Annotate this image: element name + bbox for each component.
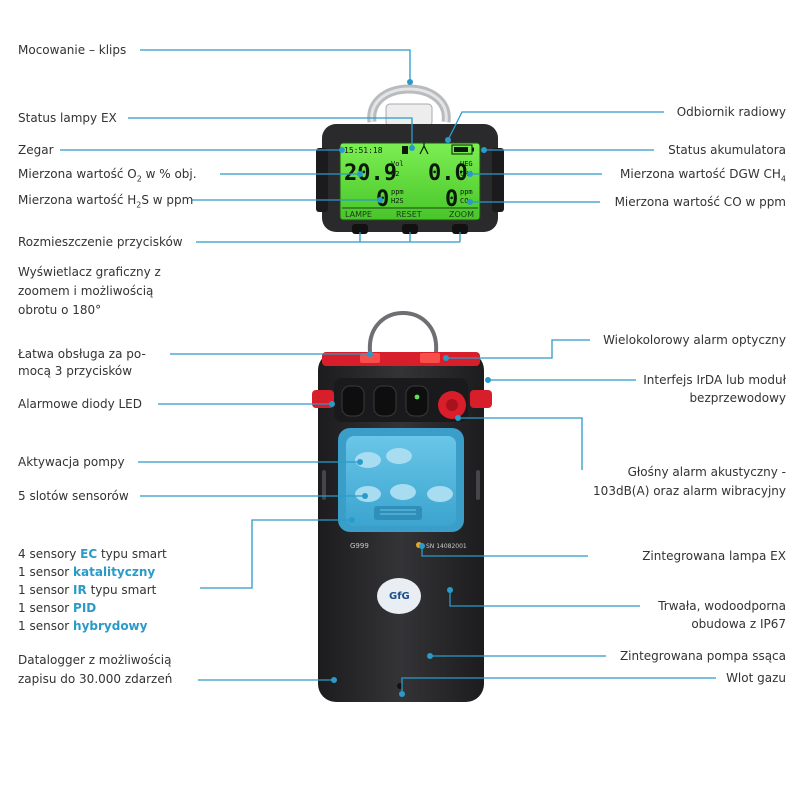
sensor-catalytic-highlight: katalityczny [73, 565, 156, 579]
label-irda-l2: bezprzewodowy [689, 391, 786, 405]
sensor-slot-3 [355, 486, 381, 502]
model-label: G999 [350, 542, 369, 550]
label-graphic-display-l2: zoomem i możliwością [18, 284, 154, 298]
label-o2-value: Mierzona wartość O2 w % obj. [18, 165, 197, 183]
label-o2-prefix: Mierzona wartość O [18, 167, 137, 181]
sensor-slot-5 [427, 486, 453, 502]
pump-grip [374, 506, 422, 520]
sensor-pid-pre: 1 sensor [18, 601, 74, 615]
label-acoustic-l1: Głośny alarm akustyczny - [627, 465, 786, 479]
sensor-ir-highlight: IR [73, 583, 87, 597]
label-ex-lamp: Zintegrowana lampa EX [642, 549, 786, 563]
sensor-ec-pre: 4 sensory [18, 547, 81, 561]
device-top-view: 15:51:18 20.9 Vol O2 0.0 UEG CH4 0 ppm H… [316, 84, 504, 234]
button-left [341, 385, 365, 417]
sensor-slot-4 [390, 484, 416, 500]
front-clip-loop [367, 311, 439, 353]
sensor-slot-2 [386, 448, 412, 464]
label-o2-sub: 2 [136, 174, 142, 184]
ex-lamp-window [385, 103, 433, 127]
lcd-co-unit-top: ppm [460, 188, 473, 196]
ex-lamp-status-icon [402, 146, 408, 154]
label-housing-l2: obudowa z IP67 [691, 617, 786, 631]
label-button-layout: Rozmieszczenie przycisków [18, 235, 183, 249]
label-ex-lamp-status: Status lampy EX [18, 111, 117, 125]
lcd-lel-unit-bottom: CH4 [460, 170, 473, 178]
label-sensor-hybrid: 1 sensor hybrydowy [18, 617, 147, 635]
serial-label: SN 14082001 [426, 543, 467, 550]
label-dgw-value: Mierzona wartość DGW CH4 [620, 165, 786, 183]
label-graphic-display-l3: obrotu o 180° [18, 303, 102, 317]
sensor-pid-highlight: PID [73, 601, 97, 615]
sensor-hybrid-pre: 1 sensor [18, 619, 74, 633]
lcd-o2-unit-top: Vol [391, 160, 404, 168]
label-sensor-ec: 4 sensory EC typu smart [18, 545, 167, 563]
softkey-reset: RESET [396, 210, 422, 219]
label-clock: Zegar [18, 143, 54, 157]
leader-dots [329, 79, 491, 697]
lcd-lel-value: 0.0 [428, 161, 468, 186]
label-sensor-catalytic: 1 sensor katalityczny [18, 563, 155, 581]
label-mount-clip: Mocowanie – klips [18, 43, 127, 57]
label-easy-use-l1: Łatwa obsługa za po- [18, 347, 146, 361]
lcd-co-unit-bottom: CO [460, 197, 468, 205]
leader-lines [60, 49, 716, 694]
label-datalogger-l1: Datalogger z możliwością [18, 653, 172, 667]
label-co-value: Mierzona wartość CO w ppm [614, 195, 786, 209]
sensor-ir-post: typu smart [86, 583, 157, 597]
sensor-ec-highlight: EC [80, 547, 98, 561]
lcd-co-value: 0 [445, 187, 458, 212]
label-irda-l1: Interfejs IrDA lub moduł [643, 373, 786, 387]
device-front-view: G999 SN 14082001 GfG [312, 311, 492, 702]
sensor-catalytic-pre: 1 sensor [18, 565, 74, 579]
lcd-lel-unit-top: UEG [460, 160, 473, 168]
label-sensor-slots: 5 slotów sensorów [18, 489, 129, 503]
label-graphic-display-l1: Wyświetlacz graficzny z [18, 265, 161, 279]
label-housing-l1: Trwała, wodoodporna [658, 599, 786, 613]
label-sensor-pid: 1 sensor PID [18, 599, 96, 617]
brand-logo-text: GfG [389, 591, 410, 602]
label-acoustic-l2: 103dB(A) oraz alarm wibracyjny [593, 484, 786, 498]
label-battery-status: Status akumulatora [668, 143, 786, 157]
button-middle [373, 385, 397, 417]
label-pump-activation: Aktywacja pompy [18, 455, 125, 469]
brand-logo [377, 578, 421, 614]
lcd-h2s-unit-bottom: H2S [391, 197, 404, 205]
lcd-h2s-unit-top: ppm [391, 188, 404, 196]
label-h2s-suffix: S w ppm [141, 193, 194, 207]
softkey-lampe: LAMPE [345, 210, 372, 219]
label-pump: Zintegrowana pompa ssąca [619, 649, 786, 663]
label-o2-suffix: w % obj. [141, 167, 197, 181]
label-alarm-leds: Alarmowe diody LED [18, 397, 142, 411]
status-led-green [414, 394, 420, 400]
label-easy-use-l2: mocą 3 przycisków [18, 364, 133, 378]
lcd-screen [339, 142, 481, 221]
label-dgw-prefix: Mierzona wartość DGW CH [620, 167, 781, 181]
sensor-ec-post: typu smart [97, 547, 167, 561]
softkey-zoom: ZOOM [449, 210, 474, 219]
lcd-clock: 15:51:18 [344, 146, 383, 155]
label-h2s-prefix: Mierzona wartość H [18, 193, 137, 207]
button-right [405, 385, 429, 417]
label-h2s-sub: 2 [136, 200, 142, 210]
label-gas-inlet: Wlot gazu [726, 671, 786, 685]
sensor-ir-pre: 1 sensor [18, 583, 74, 597]
radio-antenna-icon [419, 143, 429, 155]
label-radio-receiver: Odbiornik radiowy [676, 105, 786, 119]
label-dgw-sub: 4 [780, 174, 786, 184]
label-sensor-ir: 1 sensor IR typu smart [18, 581, 156, 599]
label-optical-alarm: Wielokolorowy alarm optyczny [603, 333, 786, 347]
label-datalogger-l2: zapisu do 30.000 zdarzeń [18, 672, 173, 686]
sensor-hybrid-highlight: hybrydowy [73, 619, 148, 633]
led-bumper-right [470, 390, 492, 408]
label-h2s-value: Mierzona wartość H2S w ppm [18, 191, 193, 209]
lcd-o2-unit-bottom: O2 [391, 170, 399, 178]
